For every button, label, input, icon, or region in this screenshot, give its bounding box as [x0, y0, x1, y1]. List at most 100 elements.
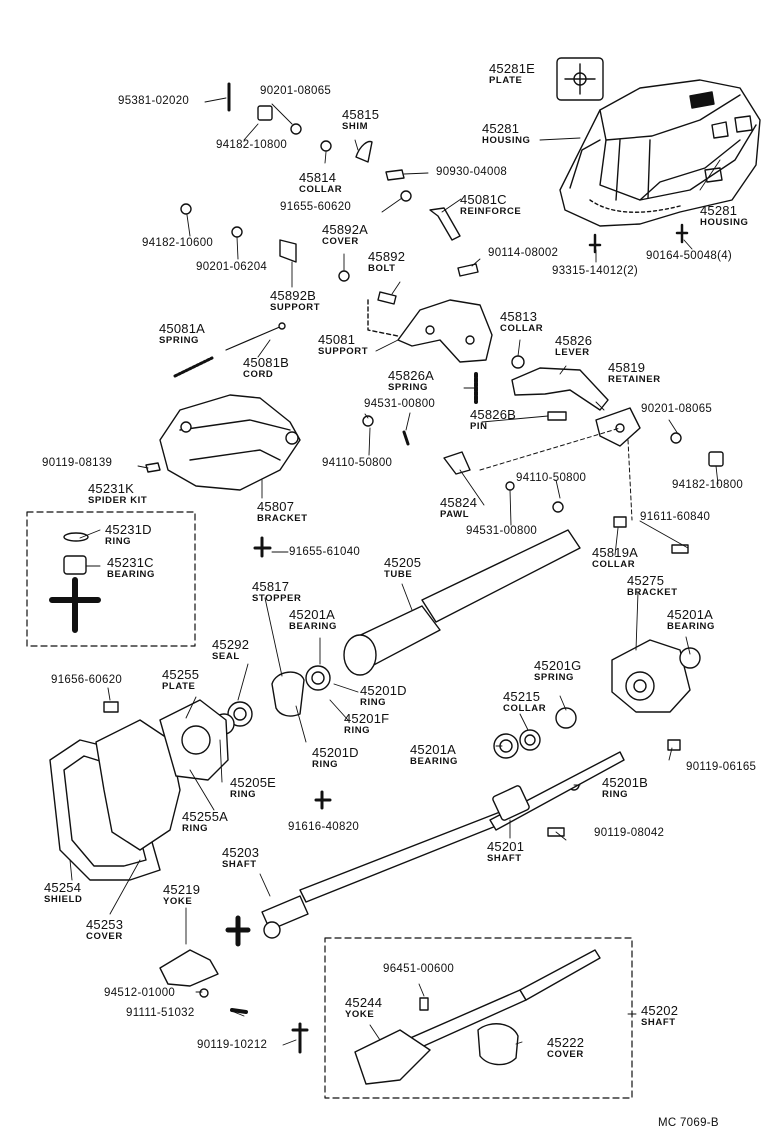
part-number: 96451-00600 — [383, 963, 455, 975]
shafts-drawing — [159, 751, 625, 987]
part-name: SEAL — [212, 651, 240, 662]
part-number: 91655-60620 — [280, 201, 352, 213]
part-name: COLLAR — [500, 323, 544, 334]
part-name: PLATE — [489, 75, 523, 86]
support-drawing — [159, 207, 493, 491]
part-number: 45201B — [602, 775, 649, 790]
part-name: SPRING — [534, 672, 575, 683]
part-number: 45231C — [107, 555, 154, 570]
part-number: 94531-00800 — [466, 525, 538, 537]
part-number: 45201A — [289, 607, 336, 622]
part-name: RETAINER — [608, 374, 661, 385]
spider-kit-box — [26, 511, 196, 647]
callout-96451: 96451-00600 — [383, 963, 455, 976]
part-number: 45255 — [162, 667, 200, 682]
part-number: 45826B — [470, 407, 517, 422]
part-number: 45081C — [460, 192, 507, 207]
part-name: COLLAR — [592, 559, 636, 570]
part-number: 45081B — [243, 355, 290, 370]
part-number: 45815 — [342, 107, 380, 122]
part-number: 45275 — [627, 573, 665, 588]
part-number: 90119-08139 — [42, 457, 113, 469]
part-name: RING — [360, 697, 387, 708]
part-name: LEVER — [555, 347, 590, 358]
part-name: BRACKET — [257, 513, 308, 524]
part-number: 94512-01000 — [104, 987, 176, 999]
callout-90201c: 90201-08065 — [641, 403, 712, 416]
part-name: BEARING — [667, 621, 716, 632]
part-name: SHAFT — [487, 853, 522, 864]
part-number: 90201-06204 — [196, 261, 268, 273]
part-number: 45819 — [608, 360, 646, 375]
housing-drawing — [559, 79, 761, 227]
part-name: COLLAR — [503, 703, 547, 714]
part-name: PAWL — [440, 509, 470, 520]
part-number: 94110-50800 — [516, 472, 587, 484]
part-number: 45222 — [547, 1035, 585, 1050]
part-name: BEARING — [107, 569, 156, 580]
callout-94182b: 94182-10600 — [142, 237, 213, 250]
lever-drawing — [443, 367, 641, 521]
part-number: 45201F — [344, 711, 390, 726]
part-name: SHIELD — [44, 894, 83, 905]
part-number: 91616-40820 — [288, 821, 360, 833]
lower-shaft-box — [324, 937, 633, 1099]
part-number: 94182-10800 — [672, 479, 744, 491]
rings-drawing — [213, 671, 580, 791]
part-name: COVER — [86, 931, 123, 942]
callout-90119c: 90119-08042 — [594, 827, 664, 840]
part-name: SPIDER KIT — [88, 495, 148, 506]
callout-91655a: 91655-60620 — [280, 201, 352, 214]
part-name: CORD — [243, 369, 274, 380]
part-number: 45215 — [503, 689, 541, 704]
callout-91616: 91616-40820 — [288, 821, 360, 834]
part-name: RING — [602, 789, 629, 800]
part-number: 94182-10800 — [216, 139, 288, 151]
callout-90114: 90114-08002 — [488, 247, 559, 260]
cover-drawing — [49, 699, 229, 881]
callout-91656: 91656-60620 — [51, 674, 122, 687]
part-number: 94110-50800 — [322, 457, 393, 469]
callout-90119a: 90119-08139 — [42, 457, 113, 470]
callout-90119d: 90119-10212 — [197, 1039, 267, 1052]
part-name: SUPPORT — [270, 302, 321, 313]
part-number: 95381-02020 — [118, 95, 190, 107]
tube-drawing — [305, 529, 581, 691]
callout-94512: 94512-01000 — [104, 987, 176, 1000]
callout-91611: 91611-60840 — [640, 511, 710, 524]
part-number: 45824 — [440, 495, 478, 510]
bracket-275-drawing — [611, 639, 701, 713]
part-number: 45203 — [222, 845, 260, 860]
diagram-code: MC 7069-B — [658, 1117, 719, 1129]
part-number: 45201D — [312, 745, 359, 760]
part-number: 90114-08002 — [488, 247, 559, 259]
part-name: BRACKET — [627, 587, 678, 598]
part-name: PIN — [470, 421, 488, 432]
part-number: 45201D — [360, 683, 407, 698]
part-name: REINFORCE — [460, 206, 522, 217]
part-number: 45231K — [88, 481, 135, 496]
part-name: HOUSING — [482, 135, 531, 146]
